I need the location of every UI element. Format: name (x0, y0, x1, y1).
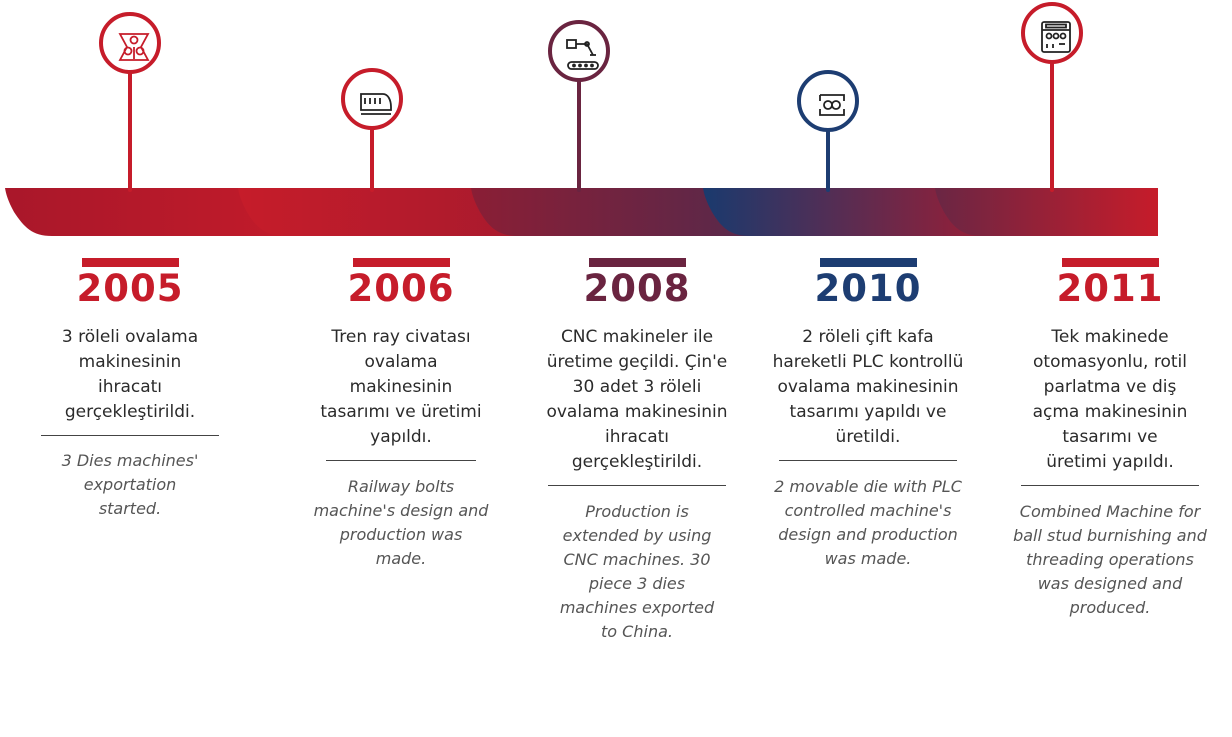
marker-stem (370, 128, 374, 192)
divider (1021, 485, 1199, 486)
marker-stem (577, 80, 581, 192)
marker-circle (99, 12, 161, 74)
marker-stem (128, 72, 132, 192)
description-tr: Tren ray civatası ovalama makinesinin ta… (320, 327, 482, 447)
control-panel-icon (1041, 21, 1071, 53)
description-tr: 3 röleli ovalama makinesinin ihracatı ge… (61, 327, 199, 422)
year-label: 2006 (347, 267, 455, 310)
year-bar (81, 258, 179, 267)
milestone-2011: 2011 Tek makinede otomasyonlu, rotil par… (1012, 258, 1208, 620)
description-en: 2 movable die with PLC controlled machin… (774, 477, 962, 568)
ribbon-segment-5 (935, 188, 1158, 236)
marker-circle (341, 68, 403, 130)
marker-stem (826, 130, 830, 192)
movable-die-icon (819, 94, 845, 116)
description-en: 3 Dies machines' exportation started. (61, 451, 199, 518)
milestone-2010: 2010 2 röleli çift kafa hareketli PLC ko… (768, 258, 968, 571)
description-tr: 2 röleli çift kafa hareketli PLC kontrol… (772, 327, 964, 447)
milestone-2006: 2006 Tren ray civatası ovalama makinesin… (302, 258, 500, 571)
cnc-robot-arm-icon (566, 39, 599, 70)
rolling-dies-icon (118, 33, 150, 61)
divider (326, 460, 476, 461)
marker-circle (797, 70, 859, 132)
description-en: Railway bolts machine's design and produ… (313, 477, 489, 568)
description-tr: CNC makineler ile üretime geçildi. Çin'e… (546, 327, 728, 472)
divider (548, 485, 726, 486)
year-label: 2005 (76, 267, 184, 310)
divider (779, 460, 957, 461)
year-label: 2010 (814, 267, 922, 310)
milestone-2008: 2008 CNC makineler ile üretime geçildi. … (537, 258, 737, 644)
description-en: Combined Machine for ball stud burnishin… (1013, 502, 1207, 617)
marker-stem (1050, 62, 1054, 192)
year-bar (352, 258, 450, 267)
description-tr: Tek makinede otomasyonlu, rotil parlatma… (1032, 327, 1188, 472)
divider (41, 435, 219, 436)
year-bar (819, 258, 917, 267)
timeline-ribbon (5, 188, 1158, 236)
year-bar (1061, 258, 1159, 267)
description-en: Production is extended by using CNC mach… (559, 502, 715, 641)
year-label: 2008 (583, 267, 691, 310)
train-icon (360, 93, 392, 115)
year-label: 2011 (1056, 267, 1164, 310)
marker-circle (548, 20, 610, 82)
milestone-2005: 2005 3 röleli ovalama makinesinin ihraca… (41, 258, 219, 521)
year-bar (588, 258, 686, 267)
marker-circle (1021, 2, 1083, 64)
